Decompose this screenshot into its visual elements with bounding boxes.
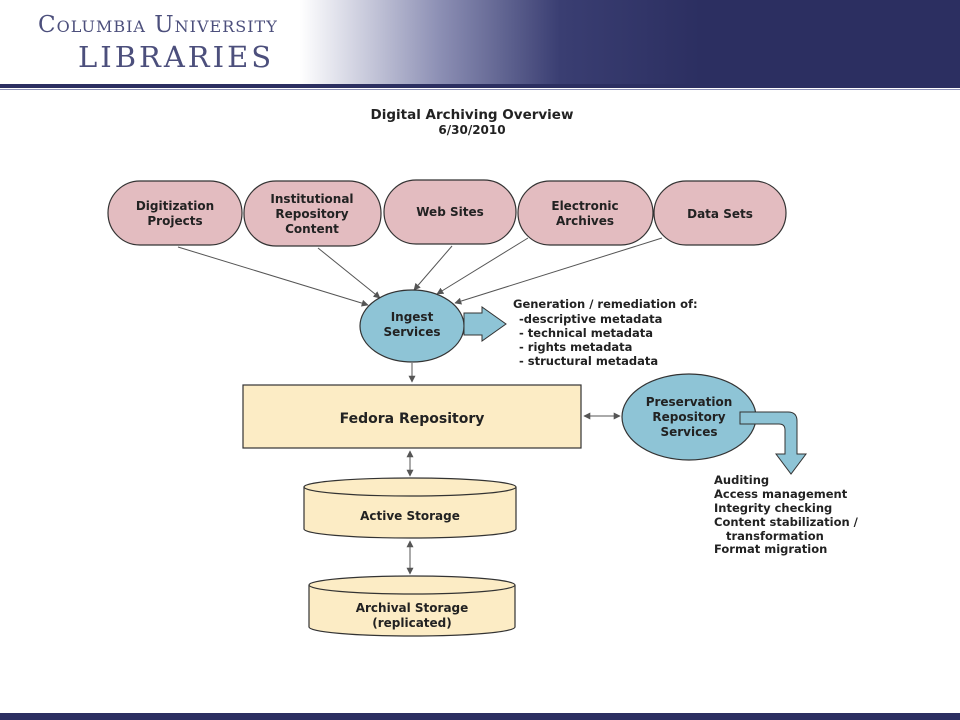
ingest-notes: Generation / remediation of: -descriptiv…: [513, 297, 698, 368]
source-label-line: Web Sites: [416, 205, 484, 219]
ingest-output-arrow-icon: [463, 306, 507, 342]
ingest-notes-item: - structural metadata: [519, 354, 658, 368]
preservation-note-item: Format migration: [714, 542, 827, 556]
fedora-repository-box: Fedora Repository: [242, 384, 582, 449]
source-label-line: Electronic: [551, 199, 618, 213]
preservation-note-item: Auditing: [714, 473, 769, 487]
preservation-label-line: Preservation: [646, 395, 733, 409]
source-arrows: [177, 237, 663, 307]
preservation-services-node: Preservation Repository Services: [621, 373, 757, 461]
source-label-line: Archives: [556, 214, 614, 228]
diagram-title: Digital Archiving Overview: [371, 107, 574, 123]
source-institutional-repository-content: Institutional Repository Content: [243, 180, 382, 247]
footer-bar: [0, 713, 960, 720]
source-electronic-archives: Electronic Archives: [517, 180, 654, 246]
archival-storage-label-line: (replicated): [372, 616, 452, 630]
source-data-sets: Data Sets: [653, 180, 787, 246]
ingest-label-line: Ingest: [391, 310, 434, 324]
active-storage-cylinder: Active Storage: [303, 477, 517, 539]
source-label-line: Digitization: [136, 199, 214, 213]
fedora-label: Fedora Repository: [340, 411, 485, 427]
preservation-output-arrow-icon: [739, 411, 807, 475]
header-banner: [0, 0, 960, 84]
ingest-services-node: Ingest Services: [359, 289, 465, 363]
preservation-note-item: transformation: [726, 529, 824, 543]
header-rule-thin: [0, 89, 960, 90]
columbia-libraries-logo: Columbia University LIBRARIES: [0, 0, 300, 84]
source-label-line: Projects: [147, 214, 202, 228]
preservation-note-item: Integrity checking: [714, 501, 832, 515]
source-label-line: Data Sets: [687, 207, 753, 221]
source-label-line: Institutional: [270, 192, 353, 206]
source-digitization-projects: Digitization Projects: [107, 180, 243, 246]
logo-line-1: Columbia University: [38, 12, 278, 38]
preservation-note-item: Access management: [714, 487, 848, 501]
preservation-label-line: Services: [660, 425, 717, 439]
ingest-notes-item: - technical metadata: [519, 326, 653, 340]
ingest-notes-heading: Generation / remediation of:: [513, 297, 698, 311]
header-rule: [0, 84, 960, 88]
preservation-label-line: Repository: [652, 410, 725, 424]
ingest-notes-item: -descriptive metadata: [519, 312, 662, 326]
source-label-line: Repository: [275, 207, 348, 221]
archival-storage-cylinder: Archival Storage (replicated): [308, 575, 516, 637]
ingest-label-line: Services: [383, 325, 440, 339]
source-label-line: Content: [285, 222, 339, 236]
archival-storage-label-line: Archival Storage: [356, 601, 469, 615]
logo-line-2: LIBRARIES: [78, 40, 275, 74]
source-web-sites: Web Sites: [383, 179, 517, 245]
diagram-date: 6/30/2010: [438, 123, 505, 137]
active-storage-label: Active Storage: [360, 509, 460, 523]
ingest-notes-item: - rights metadata: [519, 340, 632, 354]
preservation-note-item: Content stabilization /: [714, 515, 859, 529]
preservation-notes: Auditing Access management Integrity che…: [714, 473, 859, 556]
